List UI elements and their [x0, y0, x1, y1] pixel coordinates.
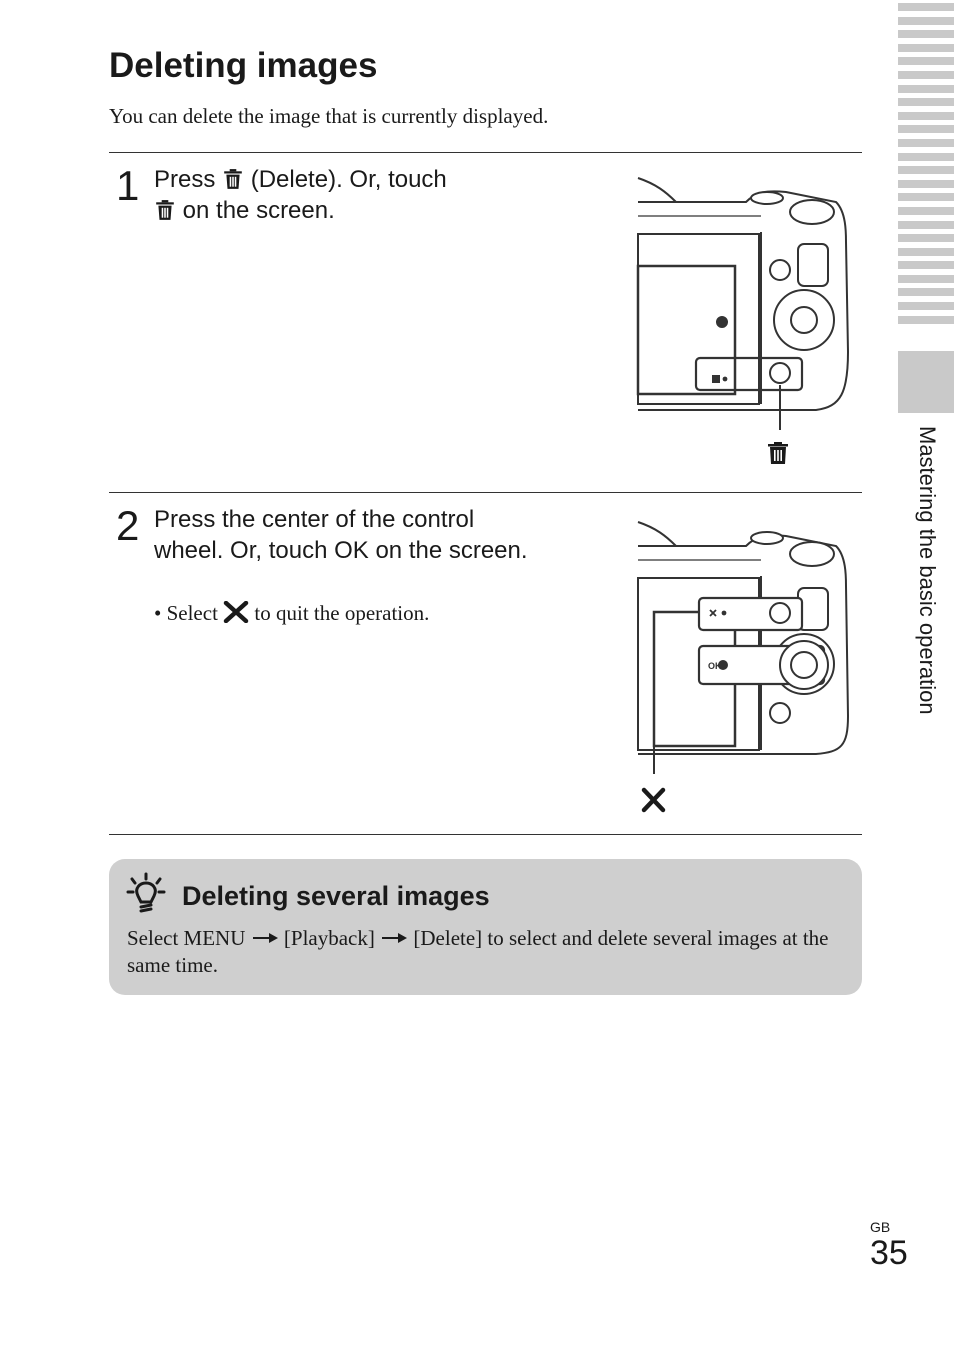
step-1-text-b: (Delete). Or, touch [250, 166, 447, 193]
divider-middle [109, 492, 862, 493]
x-mark-icon [223, 601, 249, 623]
trash-icon [768, 442, 788, 464]
page-number: 35 [870, 1234, 908, 1272]
step-1-number: 1 [116, 162, 140, 209]
divider-top [109, 152, 862, 153]
page-title: Deleting images [109, 46, 378, 85]
side-tab-label: Mastering the basic operation [915, 426, 940, 715]
step-2-number: 2 [116, 502, 140, 549]
x-mark-icon [641, 787, 666, 813]
region-code: GB [870, 1219, 891, 1235]
arrow-right-icon [252, 933, 278, 943]
trash-icon [156, 199, 174, 220]
tip-heading: Deleting several images [182, 881, 490, 911]
tip-body-c: [Delete] to select and delete several im… [127, 926, 829, 977]
tip-body: Select MENU [Playback] [Delete] to selec… [127, 925, 847, 979]
step-2-text: Press the center of the control wheel. O… [154, 506, 528, 564]
step-2-bullet-b: to quit the operation. [254, 601, 430, 625]
tip-box [109, 859, 862, 995]
step-2-bullet-a: • Select [154, 601, 218, 625]
side-tab-stripes [898, 0, 954, 329]
tip-body-b: [Playback] [283, 926, 375, 950]
tip-body-a: Select MENU [127, 926, 246, 950]
side-tab-active [898, 351, 954, 413]
arrow-right-icon [382, 933, 408, 943]
step-2-bullet: • Select to quit the operation. [154, 600, 429, 626]
ok-label: OK [708, 661, 722, 671]
step-1-instructions: Press (Delete). Or, touch on the screen. [154, 165, 534, 226]
camera-illustration-delete [636, 177, 850, 464]
light-bulb-icon [126, 872, 166, 913]
step-1-text-a: Press [154, 166, 216, 193]
screen-trash-icon [712, 375, 728, 383]
intro-text: You can delete the image that is current… [109, 104, 549, 128]
divider-bottom [109, 834, 862, 835]
step-1-text-c: on the screen. [182, 196, 335, 224]
trash-icon [224, 169, 242, 189]
camera-illustration-confirm: OK [637, 521, 850, 813]
